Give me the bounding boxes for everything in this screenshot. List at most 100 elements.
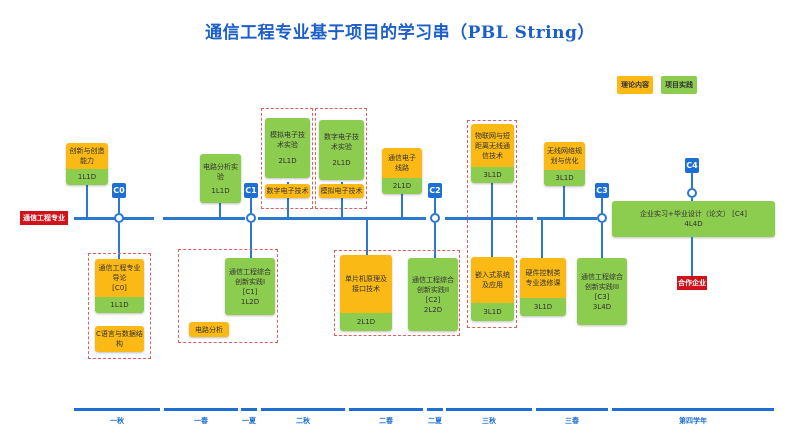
semester-text: 一夏 (242, 417, 256, 425)
node-title: 通信工程综合创新实践I (229, 267, 271, 286)
connector (691, 237, 693, 276)
start-label-text: 通信工程专业 (23, 214, 65, 222)
start-label: 通信工程专业 (20, 211, 68, 225)
semester-text: 一秋 (110, 417, 124, 425)
semester-label: 二夏 (423, 416, 447, 426)
connector (541, 219, 543, 258)
node-circuit-lab: 电路分析实验 1L1D (200, 154, 241, 203)
checkpoint-node (687, 188, 697, 198)
node-code: 2L1D (278, 157, 297, 165)
node-innovation: 创新与创造能力 1L1D (66, 143, 108, 185)
connector (287, 182, 289, 217)
node-title: 创新与创造能力 (69, 147, 105, 165)
node-code: 1L2D (240, 297, 260, 306)
semester-text: 三春 (565, 417, 579, 425)
connector (118, 197, 120, 213)
node-title: 通信工程综合创新实践III (581, 272, 623, 291)
semester-label: 三秋 (446, 416, 532, 426)
connector (601, 223, 603, 259)
node-comm-circuit: 通信电子线路 2L1D (382, 148, 422, 194)
connector (401, 194, 403, 217)
checkpoint-node (430, 213, 440, 223)
title-en: （PBL String） (450, 23, 595, 43)
node-hardware: 硬件控制类专业选修课 3L1D (520, 258, 566, 316)
node-internship: 企业实习+毕业设计（论文） [C4] 4L4D (612, 201, 775, 237)
node-title: 模拟电子技术 (320, 187, 363, 195)
semester-label: 一秋 (74, 416, 160, 426)
checkpoint-node (597, 213, 607, 223)
node-title: 模拟电子技术实验 (270, 131, 305, 149)
node-code: 4L4D (684, 220, 703, 228)
checkpoint-node (246, 213, 256, 223)
node-code: 3L1D (483, 171, 502, 179)
node-code: 1L1D (77, 173, 97, 181)
node-iot: 物联网与短距离无线通信技术 3L1D (471, 124, 514, 183)
node-title: 数字电子技术实验 (324, 133, 359, 151)
node-c-language: C语言与数据结构 (95, 326, 144, 352)
node-code: 3L1D (533, 303, 553, 311)
end-label-text: 合作企业 (678, 279, 706, 287)
semester-line (241, 408, 257, 411)
semester-label: 第四学年 (612, 416, 774, 426)
node-code: 2L1D (392, 182, 412, 190)
node-title: 物联网与短距离无线通信技术 (475, 131, 510, 160)
node-sub: [C3] (594, 292, 610, 301)
connector (691, 198, 693, 202)
semester-line (446, 408, 532, 411)
connector (366, 219, 368, 255)
node-code: 1L1D (211, 186, 230, 195)
checkpoint-c0: C0 (112, 183, 126, 198)
connector (118, 223, 120, 259)
checkpoint-c2: C2 (428, 183, 442, 198)
semester-line (261, 408, 345, 411)
node-title: 电路分析 (195, 325, 223, 334)
node-digital-lab: 数字电子技术实验 2L1D (319, 120, 364, 180)
semester-line (536, 408, 608, 411)
semester-line (427, 408, 443, 411)
connector (86, 183, 88, 217)
semester-label: 一夏 (237, 416, 261, 426)
node-code: 2L2D (423, 305, 443, 314)
checkpoint-c2-label: C2 (429, 186, 441, 195)
node-title: 单片机原理及接口技术 (345, 275, 387, 293)
node-analog-lab: 模拟电子技术实验 2L1D (265, 118, 310, 178)
node-sub: [C0] (112, 284, 127, 292)
node-digital: 数字电子技术 (265, 184, 310, 198)
timeline-segment (163, 217, 245, 220)
node-circuit: 电路分析 (189, 322, 229, 337)
end-label: 合作企业 (677, 276, 707, 290)
connector (434, 197, 436, 213)
node-sub: [C1] (242, 287, 258, 296)
legend-practice: 项目实践 (661, 76, 697, 94)
checkpoint-c3: C3 (595, 183, 609, 198)
node-title: 通信工程综合创新实践II (412, 275, 454, 294)
group-c2 (334, 250, 460, 336)
checkpoint-c4: C4 (685, 158, 699, 173)
legend-theory-label: 理论内容 (621, 81, 649, 89)
connector (341, 182, 343, 217)
legend-theory: 理论内容 (617, 76, 653, 94)
node-title: C语言与数据结构 (96, 330, 143, 348)
node-title: 嵌入式系统及应用 (475, 271, 510, 289)
node-title: 通信电子线路 (388, 154, 416, 172)
node-wireless: 无线网络规划与优化 3L1D (544, 142, 585, 186)
node-mcu: 单片机原理及接口技术 2L1D (340, 255, 392, 331)
connector (250, 197, 252, 213)
node-title: 硬件控制类专业选修课 (525, 269, 561, 287)
checkpoint-node (114, 213, 124, 223)
page-title: 通信工程专业基于项目的学习串（PBL String） (0, 18, 800, 43)
connector (601, 197, 603, 213)
node-sub: [C2] (425, 295, 441, 304)
semester-label: 二秋 (261, 416, 345, 426)
node-title: 电路分析实验 (203, 162, 238, 181)
semester-line (349, 408, 423, 411)
node-practice-3: 通信工程综合创新实践III [C3] 3L4D (577, 258, 627, 325)
semester-label: 一春 (164, 416, 238, 426)
semester-text: 二夏 (428, 417, 442, 425)
group-iot (467, 120, 517, 328)
group-c1 (178, 249, 278, 343)
semester-text: 一春 (194, 417, 208, 425)
node-intro: 通信工程专业导论[C0] 1L1D (95, 259, 144, 313)
connector (250, 223, 252, 258)
legend-practice-label: 项目实践 (665, 81, 693, 89)
